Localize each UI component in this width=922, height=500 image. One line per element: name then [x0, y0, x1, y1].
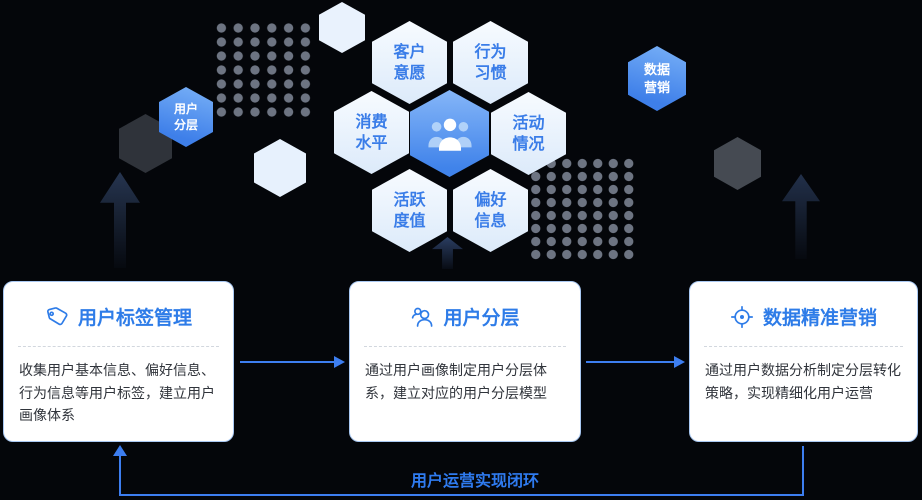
decor-hexagon-top — [319, 2, 365, 53]
loop-line-right — [802, 446, 804, 496]
hex-user-hub — [410, 90, 489, 177]
arrow-head-icon — [334, 356, 345, 368]
arrow-head-icon — [674, 356, 685, 368]
hex-label-line: 消费 — [355, 113, 388, 131]
card-title-row: 数据精准营销 — [690, 303, 917, 330]
loop-line-left — [119, 456, 121, 496]
hex-behavior-habit: 行为 习惯 — [453, 21, 528, 104]
card-title-row: 用户分层 — [350, 303, 580, 330]
decor-hexagon-dark-right — [714, 137, 761, 190]
hex-label-line: 水平 — [355, 134, 388, 152]
card-user-tag-management: 用户标签管理 收集用户基本信息、偏好信息、行为信息等用户标签，建立用户画像体系 — [3, 281, 234, 442]
card-body: 通过用户数据分析制定分层转化策略，实现精细化用户运营 — [705, 362, 901, 401]
card-user-layering: 用户分层 通过用户画像制定用户分层体系，建立对应的用户分层模型 — [349, 281, 581, 442]
hex-label-line: 度值 — [393, 212, 426, 230]
card-title: 用户标签管理 — [77, 308, 192, 329]
card-title-row: 用户标签管理 — [4, 303, 233, 330]
hex-data-marketing: 数据 营销 — [628, 46, 686, 111]
flow-arrow-2 — [586, 356, 685, 368]
hex-consumption-level: 消费 水平 — [334, 91, 409, 174]
up-arrow-dark-right — [782, 174, 820, 259]
card-body: 通过用户画像制定用户分层体系，建立对应的用户分层模型 — [365, 362, 547, 401]
hex-user-layering: 用户 分层 — [159, 87, 213, 147]
users-icon — [412, 307, 433, 327]
hex-label-line: 数据 — [643, 61, 670, 77]
card-divider — [704, 346, 903, 347]
hex-label-line: 分层 — [173, 118, 198, 132]
loop-arrow-head-icon — [113, 445, 127, 456]
hex-label-line: 活动 — [512, 114, 545, 132]
card-title: 数据精准营销 — [762, 308, 877, 329]
hex-preference-info: 偏好 信息 — [453, 169, 528, 252]
up-arrow-dark-left — [100, 172, 140, 268]
hex-label-line: 偏好 — [474, 191, 507, 209]
card-title: 用户分层 — [443, 308, 520, 329]
hex-label-line: 信息 — [474, 212, 507, 230]
dot-grid-right — [528, 157, 636, 260]
hex-label-line: 用户 — [173, 101, 198, 116]
users-group-icon — [427, 118, 472, 151]
up-arrow-dark-center — [432, 237, 463, 269]
hex-label-line: 活跃 — [393, 191, 426, 209]
hex-label-line: 习惯 — [474, 64, 507, 82]
dot-grid-left — [213, 21, 314, 119]
target-icon — [730, 305, 754, 328]
hex-label-line: 营销 — [643, 79, 670, 95]
card-data-precision-marketing: 数据精准营销 通过用户数据分析制定分层转化策略，实现精细化用户运营 — [689, 281, 918, 442]
loop-line-bottom — [119, 494, 804, 496]
hex-label-line: 意愿 — [393, 64, 426, 82]
card-divider — [364, 346, 566, 347]
loop-label: 用户运营实现闭环 — [410, 473, 539, 490]
hex-label-line: 客户 — [393, 43, 426, 61]
hex-label-line: 情况 — [512, 135, 545, 153]
card-divider — [18, 346, 219, 347]
card-body: 收集用户基本信息、偏好信息、行为信息等用户标签，建立用户画像体系 — [19, 362, 215, 424]
hex-customer-intent: 客户 意愿 — [372, 21, 447, 104]
hex-label-line: 行为 — [474, 43, 507, 61]
decor-hexagon-mid — [254, 139, 306, 197]
flow-arrow-1 — [240, 356, 345, 368]
tag-icon — [46, 306, 68, 325]
